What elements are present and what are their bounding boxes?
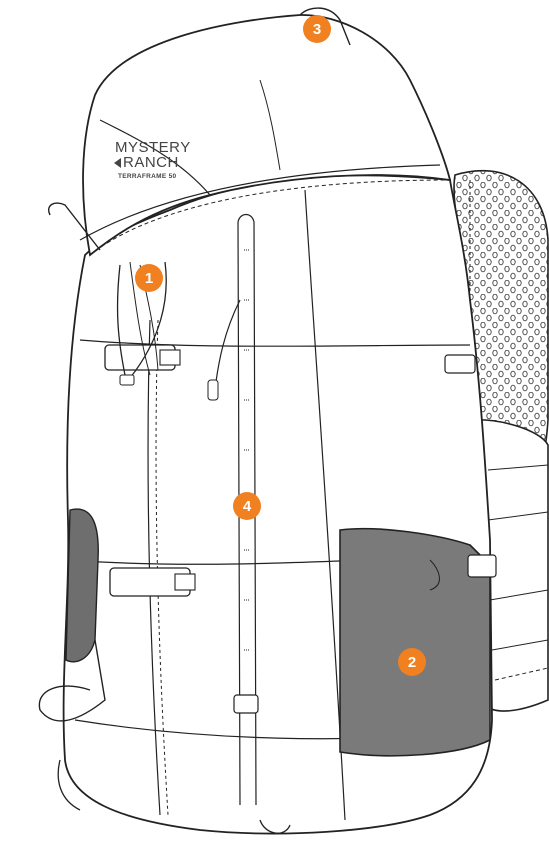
callout-1: 1 [135, 264, 163, 292]
compression-buckle-lower [109, 567, 196, 597]
brand-logo-line1: MYSTERY [115, 139, 191, 156]
callout-3: 3 [303, 15, 331, 43]
side-buckle-right [444, 354, 497, 578]
compression-buckle-upper [104, 344, 181, 371]
side-pocket [339, 527, 491, 757]
callout-2: 2 [398, 648, 426, 676]
callout-2-badge [398, 648, 426, 676]
bottom-loops [57, 759, 291, 834]
top-lid [79, 7, 452, 257]
callout-4-label: 4 [243, 498, 252, 515]
callout-3-badge [303, 15, 331, 43]
callout-4: 4 [233, 492, 261, 520]
brand-logo-line2: RANCH [123, 154, 179, 171]
callout-4-badge [233, 492, 261, 520]
callout-3-label: 3 [313, 21, 321, 38]
brand-model-name: TERRAFRAME 50 [118, 173, 177, 180]
side-compression-panel [65, 508, 99, 663]
callout-1-badge [135, 264, 163, 292]
brand-logo-mark-icon [114, 158, 121, 168]
brand-logo: MYSTERY RANCH TERRAFRAME 50 [114, 139, 191, 180]
callout-1-label: 1 [145, 270, 153, 287]
callout-2-label: 2 [408, 654, 416, 671]
tool-loop-left [38, 202, 106, 722]
